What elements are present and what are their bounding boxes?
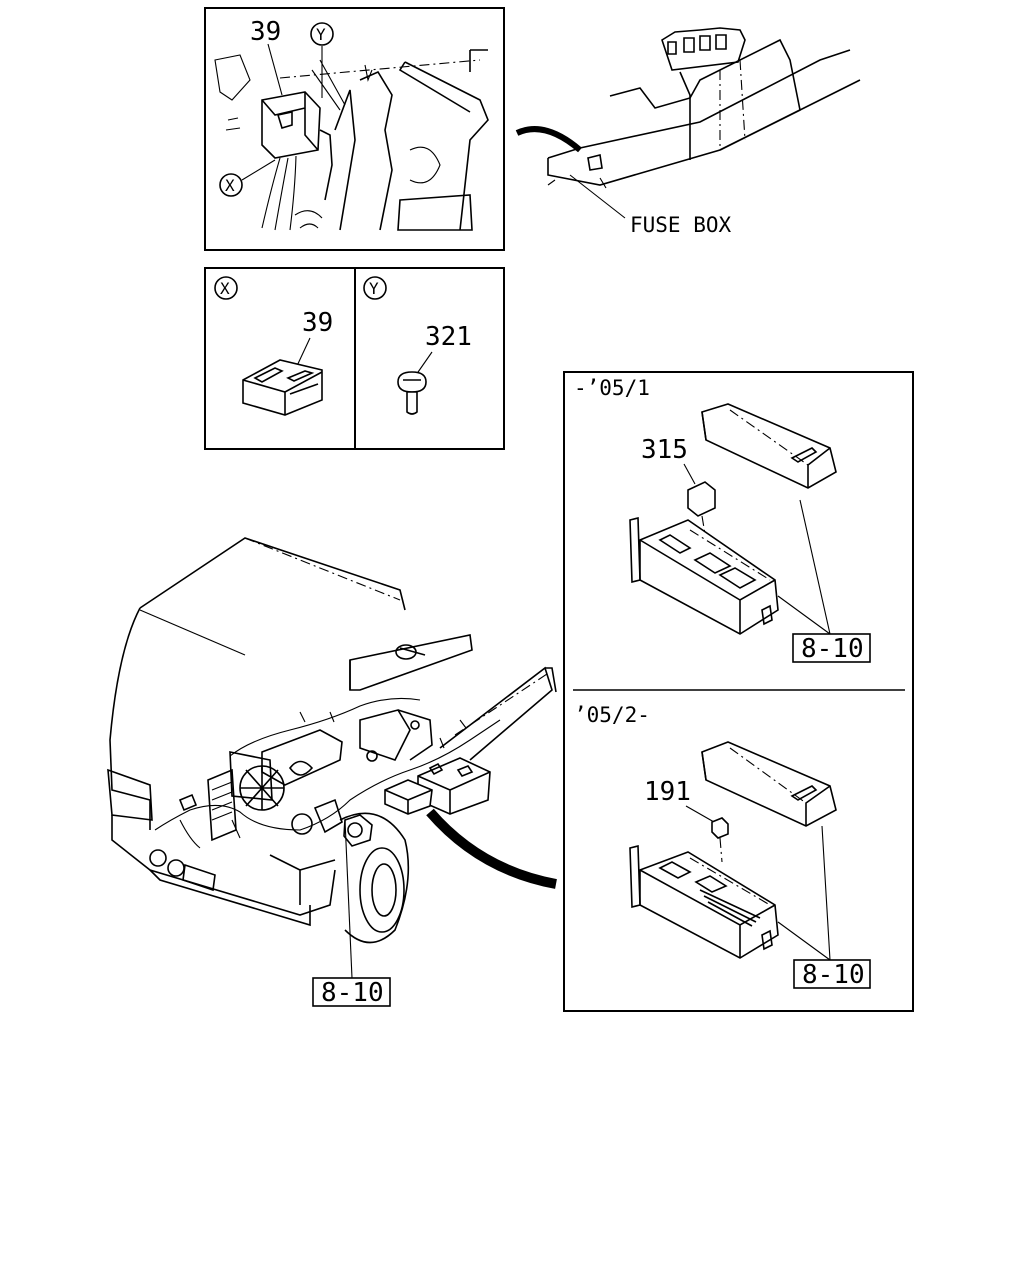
fuse-box-cover-early [701,403,837,489]
callout-letter-x-detail: X [220,279,230,298]
callout-circle-y-detail [363,276,387,300]
callout-circle-y-top [310,22,334,46]
fuse-box-base-late [629,844,779,959]
detail-frame-xy: X 39 Y 321 [204,267,505,450]
ref-label-vehicle: 8-10 [321,978,384,1008]
ref-label-late: 8-10 [802,960,865,990]
variant-early-header: -’05/1 [574,376,650,400]
vehicle-overview: 8-10 [107,537,557,1008]
variant-late-header: ’05/2- [574,703,650,727]
fuse-box-base-early [629,516,779,635]
callout-circle-x-top [219,173,243,197]
callout-circle-x-detail [214,276,238,300]
ref-box-late [793,959,871,989]
fuse-box-label: FUSE BOX [630,213,732,237]
callout-letter-y-top: Y [316,25,326,44]
part-number-315: 315 [641,435,688,465]
ref-box-early [792,633,871,663]
callout-letter-y-detail: Y [369,279,379,298]
detail-frame-top: 39 Y X [204,7,505,251]
ref-box-vehicle [312,977,391,1007]
part-number-39-detail: 39 [302,308,333,338]
ref-label-early: 8-10 [801,634,864,664]
callout-letter-x-top: X [225,176,235,195]
part-number-191: 191 [644,777,691,807]
variant-frame: -’05/1 315 8-10 ’05/2- 19 [563,371,914,1012]
fuse-box-overview: FUSE BOX [515,27,861,237]
part-number-321: 321 [425,322,472,352]
fuse-box-cover-late [701,741,837,827]
part-number-39-top: 39 [250,17,281,47]
